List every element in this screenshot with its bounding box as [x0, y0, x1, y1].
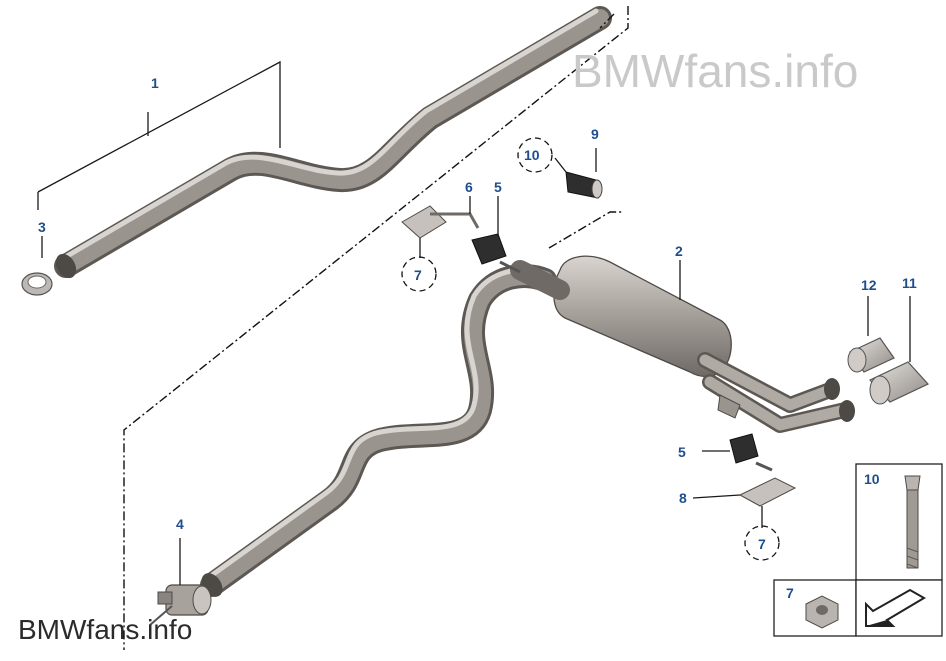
tailpipe-sleeve-12: [847, 337, 895, 373]
tailpipe-sleeve-11: [869, 361, 929, 405]
callout-10-inset: 10: [864, 471, 880, 487]
clamp-part-3: [21, 272, 53, 296]
bracket-part-8: [738, 477, 797, 507]
callout-10-upper: 10: [524, 147, 540, 163]
callout-7-upper: 7: [414, 267, 422, 283]
callout-2: 2: [675, 243, 683, 259]
callout-4: 4: [176, 516, 184, 532]
hanger-bracket-6: [401, 205, 480, 239]
callout-6: 6: [465, 179, 473, 195]
callout-9: 9: [591, 126, 599, 142]
callout-5-upper: 5: [494, 179, 502, 195]
rubber-mount-lower: [729, 433, 773, 472]
clamp-part-4: [149, 584, 212, 626]
callout-1: 1: [151, 75, 159, 91]
callout-7-lower: 7: [758, 536, 766, 552]
inset-nut-7: [773, 579, 857, 637]
callout-labels: 1 2 3 4 5 5 6 7 7 7 8 9 10 10 11 12: [38, 75, 917, 601]
rubber-mount-9: [565, 171, 603, 199]
callout-circles: [401, 137, 780, 561]
callout-7-inset: 7: [786, 585, 794, 601]
inset-bolt-10: [855, 463, 943, 581]
watermark-bottom: BMWfans.info: [18, 614, 193, 645]
leader-lines: [37, 60, 911, 585]
rubber-mount-upper: [471, 233, 521, 274]
rear-pipe: [200, 264, 557, 597]
grouping-lines: [123, 6, 629, 650]
callout-11: 11: [902, 275, 917, 291]
inset-direction-arrow: [855, 579, 943, 637]
watermark-top: BMWfans.info: [572, 45, 859, 97]
front-pipe: [54, 6, 612, 279]
callout-8: 8: [679, 490, 687, 506]
callout-12: 12: [861, 277, 877, 293]
rear-muffler: [510, 255, 855, 433]
callout-5-lower: 5: [678, 444, 686, 460]
callout-3: 3: [38, 219, 46, 235]
